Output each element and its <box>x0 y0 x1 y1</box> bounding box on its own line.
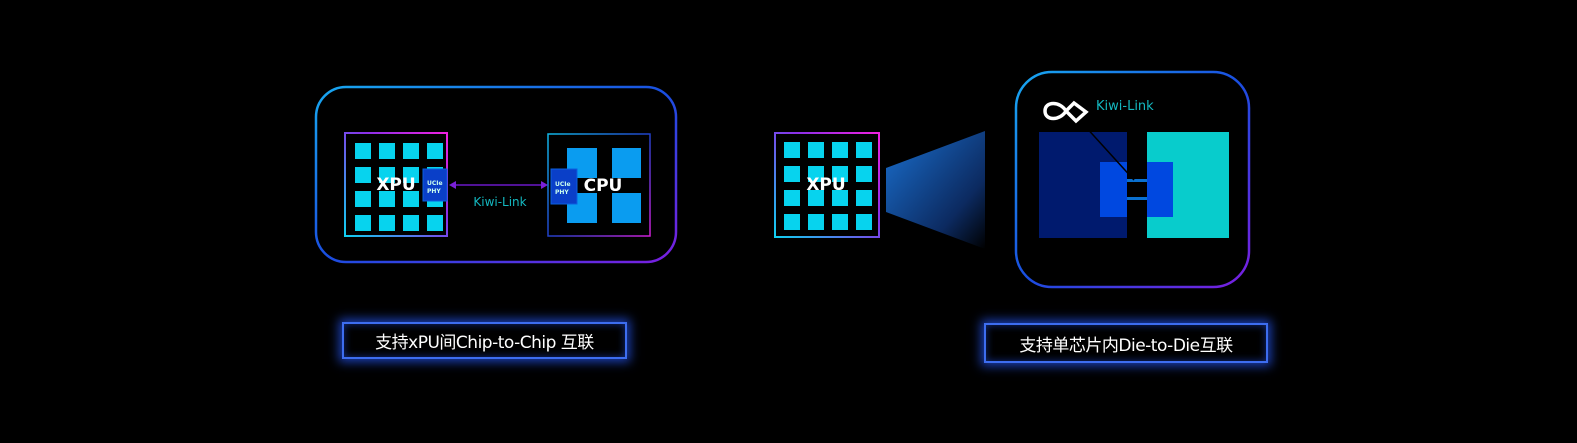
zoom-beam <box>886 131 985 249</box>
core-tile <box>856 214 872 230</box>
phy-label: PHY <box>427 188 441 195</box>
core-tile <box>832 166 848 182</box>
core-tile <box>355 167 371 183</box>
core-tile <box>832 142 848 158</box>
core-tile <box>427 215 443 231</box>
die-to-die-frame <box>1014 70 1251 289</box>
core-tile <box>403 215 419 231</box>
chip-to-chip-frame <box>314 85 678 264</box>
core-tile <box>379 191 395 207</box>
ucie-phy-block <box>422 168 448 202</box>
phy-label: UCIe <box>555 181 571 188</box>
cpu-chip: UCIe PHY CPU <box>547 133 651 237</box>
core-tile <box>355 191 371 207</box>
caption-text: 支持单芯片内Die-to-Die互联 <box>1019 335 1233 356</box>
phy-label: UCIe <box>427 180 443 187</box>
core-tile <box>379 143 395 159</box>
core-tile <box>856 166 872 182</box>
die-to-die-blocks <box>1039 124 1229 238</box>
xpu-chip: XPU UCIe PHY <box>344 132 448 237</box>
core-tile <box>832 190 848 206</box>
core-tile <box>403 191 419 207</box>
core-tile <box>403 167 419 183</box>
cpu-label: CPU <box>584 176 623 196</box>
core-tile <box>379 215 395 231</box>
core-tile <box>808 190 824 206</box>
core-tile <box>856 142 872 158</box>
xpu-label: XPU <box>376 175 415 195</box>
link-arrow <box>449 181 548 189</box>
core-tile <box>808 142 824 158</box>
core-tile <box>784 190 800 206</box>
xpu-chip-right: XPU <box>774 132 880 238</box>
infinity-link-icon <box>1043 100 1089 124</box>
core-tile <box>808 166 824 182</box>
chip-to-chip-caption: 支持xPU间Chip-to-Chip 互联 <box>342 322 627 359</box>
xpu-label: XPU <box>806 175 845 195</box>
core-tile <box>403 143 419 159</box>
core-tile <box>355 215 371 231</box>
ucie-phy-block <box>550 168 578 205</box>
core-tile <box>379 167 395 183</box>
core-tile <box>784 142 800 158</box>
core-tile <box>784 214 800 230</box>
core-tile <box>355 143 371 159</box>
kiwi-link-label: Kiwi-Link <box>1096 99 1154 114</box>
die-to-die-caption: 支持单芯片内Die-to-Die互联 <box>984 323 1268 363</box>
kiwi-link-label: Kiwi-Link <box>473 195 526 209</box>
core-tile <box>832 214 848 230</box>
core-tile <box>856 190 872 206</box>
core-tile <box>808 214 824 230</box>
core-tile <box>784 166 800 182</box>
core-tile <box>427 143 443 159</box>
phy-label: PHY <box>555 189 569 196</box>
caption-text: 支持xPU间Chip-to-Chip 互联 <box>375 333 594 353</box>
